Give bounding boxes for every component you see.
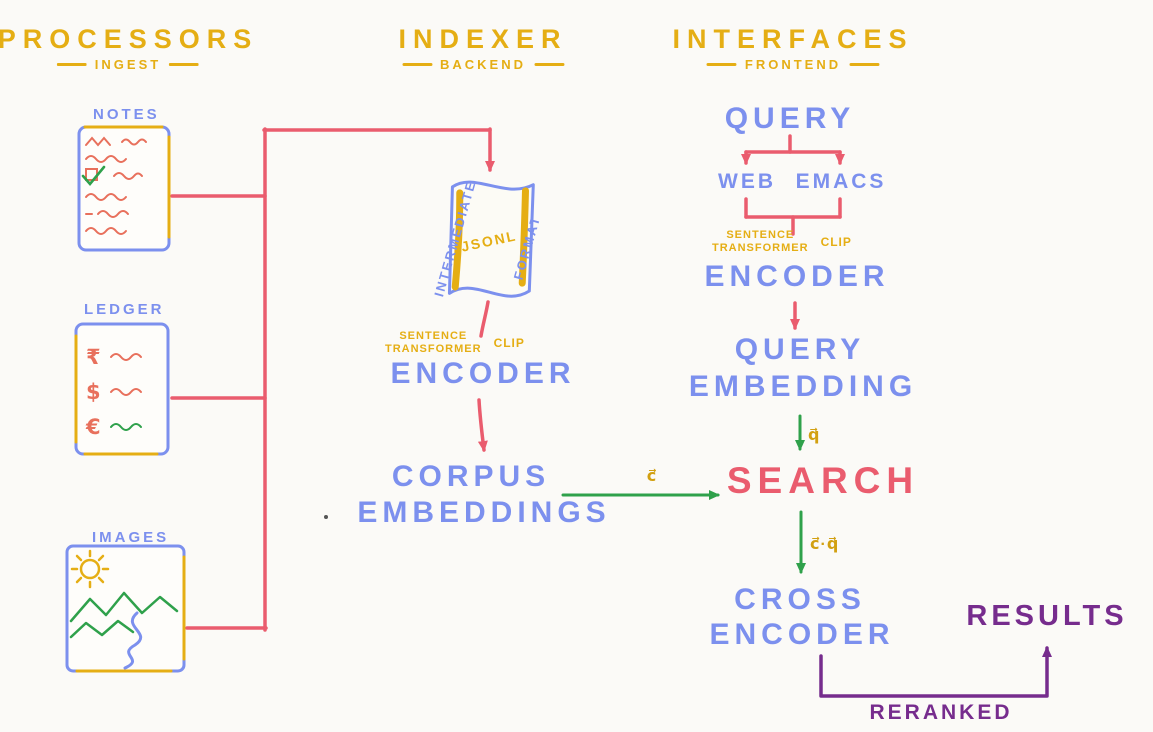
- interfaces-encoder-node: ENCODER: [704, 260, 890, 293]
- images-label: IMAGES: [92, 529, 170, 546]
- notes-scribbles: [85, 136, 147, 235]
- euro-symbol: €: [85, 415, 101, 439]
- mountains-icon: [69, 591, 179, 639]
- interfaces-model-label: SENTENCE TRANSFORMER CLIP: [712, 229, 852, 254]
- ledger-scribbles: [110, 353, 142, 396]
- subtitle-line: [706, 63, 737, 66]
- web-node: WEB: [718, 170, 776, 193]
- interfaces-title: INTERFACES: [672, 24, 914, 54]
- processors-subtitle-text: INGEST: [94, 57, 162, 72]
- ledger-label: LEDGER: [84, 301, 165, 318]
- indexer-model-label: SENTENCE TRANSFORMER CLIP: [385, 330, 525, 355]
- images-card-icon: [65, 544, 186, 673]
- notes-checkmark-icon: [81, 165, 106, 187]
- clip-label: CLIP: [820, 234, 852, 249]
- interfaces-subtitle: FRONTEND: [672, 57, 913, 72]
- reranked-label: RERANKED: [869, 701, 1013, 724]
- notes-card-icon: [77, 125, 171, 252]
- edge-cross-to-results: [819, 646, 1052, 698]
- subtitle-line: [402, 63, 432, 66]
- emacs-node: EMACS: [795, 170, 887, 193]
- images-card-border: [65, 544, 186, 673]
- processors-title: PROCESSORS: [0, 24, 259, 54]
- subtitle-line: [169, 63, 200, 66]
- notes-card-border: [77, 125, 171, 252]
- subtitle-line: [534, 63, 564, 66]
- sun-icon: [70, 549, 110, 589]
- scroll-body: [447, 180, 535, 298]
- corpus-embeddings-node-line2: EMBEDDINGS: [357, 496, 611, 529]
- clip-label: CLIP: [493, 335, 525, 350]
- model-line1: SENTENCE: [399, 330, 468, 342]
- query-node: QUERY: [724, 102, 856, 135]
- subtitle-line: [849, 63, 880, 66]
- corpus-vector-label: c⃗: [646, 468, 658, 485]
- processors-header: PROCESSORS INGEST: [0, 24, 258, 72]
- dollar-symbol: $: [86, 380, 101, 404]
- edge-jsonl-to-encoder: [479, 300, 490, 338]
- subtitle-line: [56, 63, 87, 66]
- interfaces-subtitle-text: FRONTEND: [744, 57, 842, 72]
- cross-encoder-node-line2: ENCODER: [709, 618, 895, 651]
- sentence-transformer-label: SENTENCE TRANSFORMER: [712, 229, 809, 254]
- model-line2: TRANSFORMER: [385, 342, 482, 355]
- rupee-symbol: ₹: [86, 345, 101, 369]
- query-embedding-node-line2: EMBEDDING: [688, 370, 918, 403]
- dot-product-label: c⃗·q⃗: [810, 536, 840, 553]
- indexer-title: INDEXER: [398, 24, 568, 54]
- ledger-card-icon: ₹ $ €: [74, 322, 170, 456]
- ledger-green-scribble: [110, 423, 142, 431]
- river-icon: [123, 611, 143, 670]
- scroll-shape: [447, 180, 535, 298]
- notes-label: NOTES: [93, 106, 160, 123]
- stray-dot: [324, 515, 328, 519]
- interfaces-header: INTERFACES FRONTEND: [672, 24, 913, 72]
- query-vector-label: q⃗: [808, 427, 821, 444]
- query-embedding-node-line1: QUERY: [734, 333, 866, 366]
- model-line1: SENTENCE: [726, 229, 795, 241]
- indexer-header: INDEXER BACKEND: [398, 24, 567, 72]
- scroll-band-right: [518, 187, 529, 287]
- results-node: RESULTS: [966, 600, 1128, 632]
- scroll-band-left: [451, 189, 464, 291]
- indexer-subtitle-text: BACKEND: [440, 57, 526, 72]
- corpus-embeddings-node-line1: CORPUS: [391, 460, 551, 493]
- model-line2: TRANSFORMER: [712, 241, 809, 254]
- edge-encoder-to-corpus: [477, 398, 488, 452]
- search-node: SEARCH: [726, 460, 920, 501]
- processors-subtitle: INGEST: [0, 57, 258, 72]
- indexer-subtitle: BACKEND: [398, 57, 567, 72]
- jsonl-scroll-icon: [447, 180, 535, 298]
- indexer-encoder-node: ENCODER: [390, 357, 576, 390]
- sentence-transformer-label: SENTENCE TRANSFORMER: [385, 330, 482, 355]
- cross-encoder-node-line1: CROSS: [734, 583, 866, 616]
